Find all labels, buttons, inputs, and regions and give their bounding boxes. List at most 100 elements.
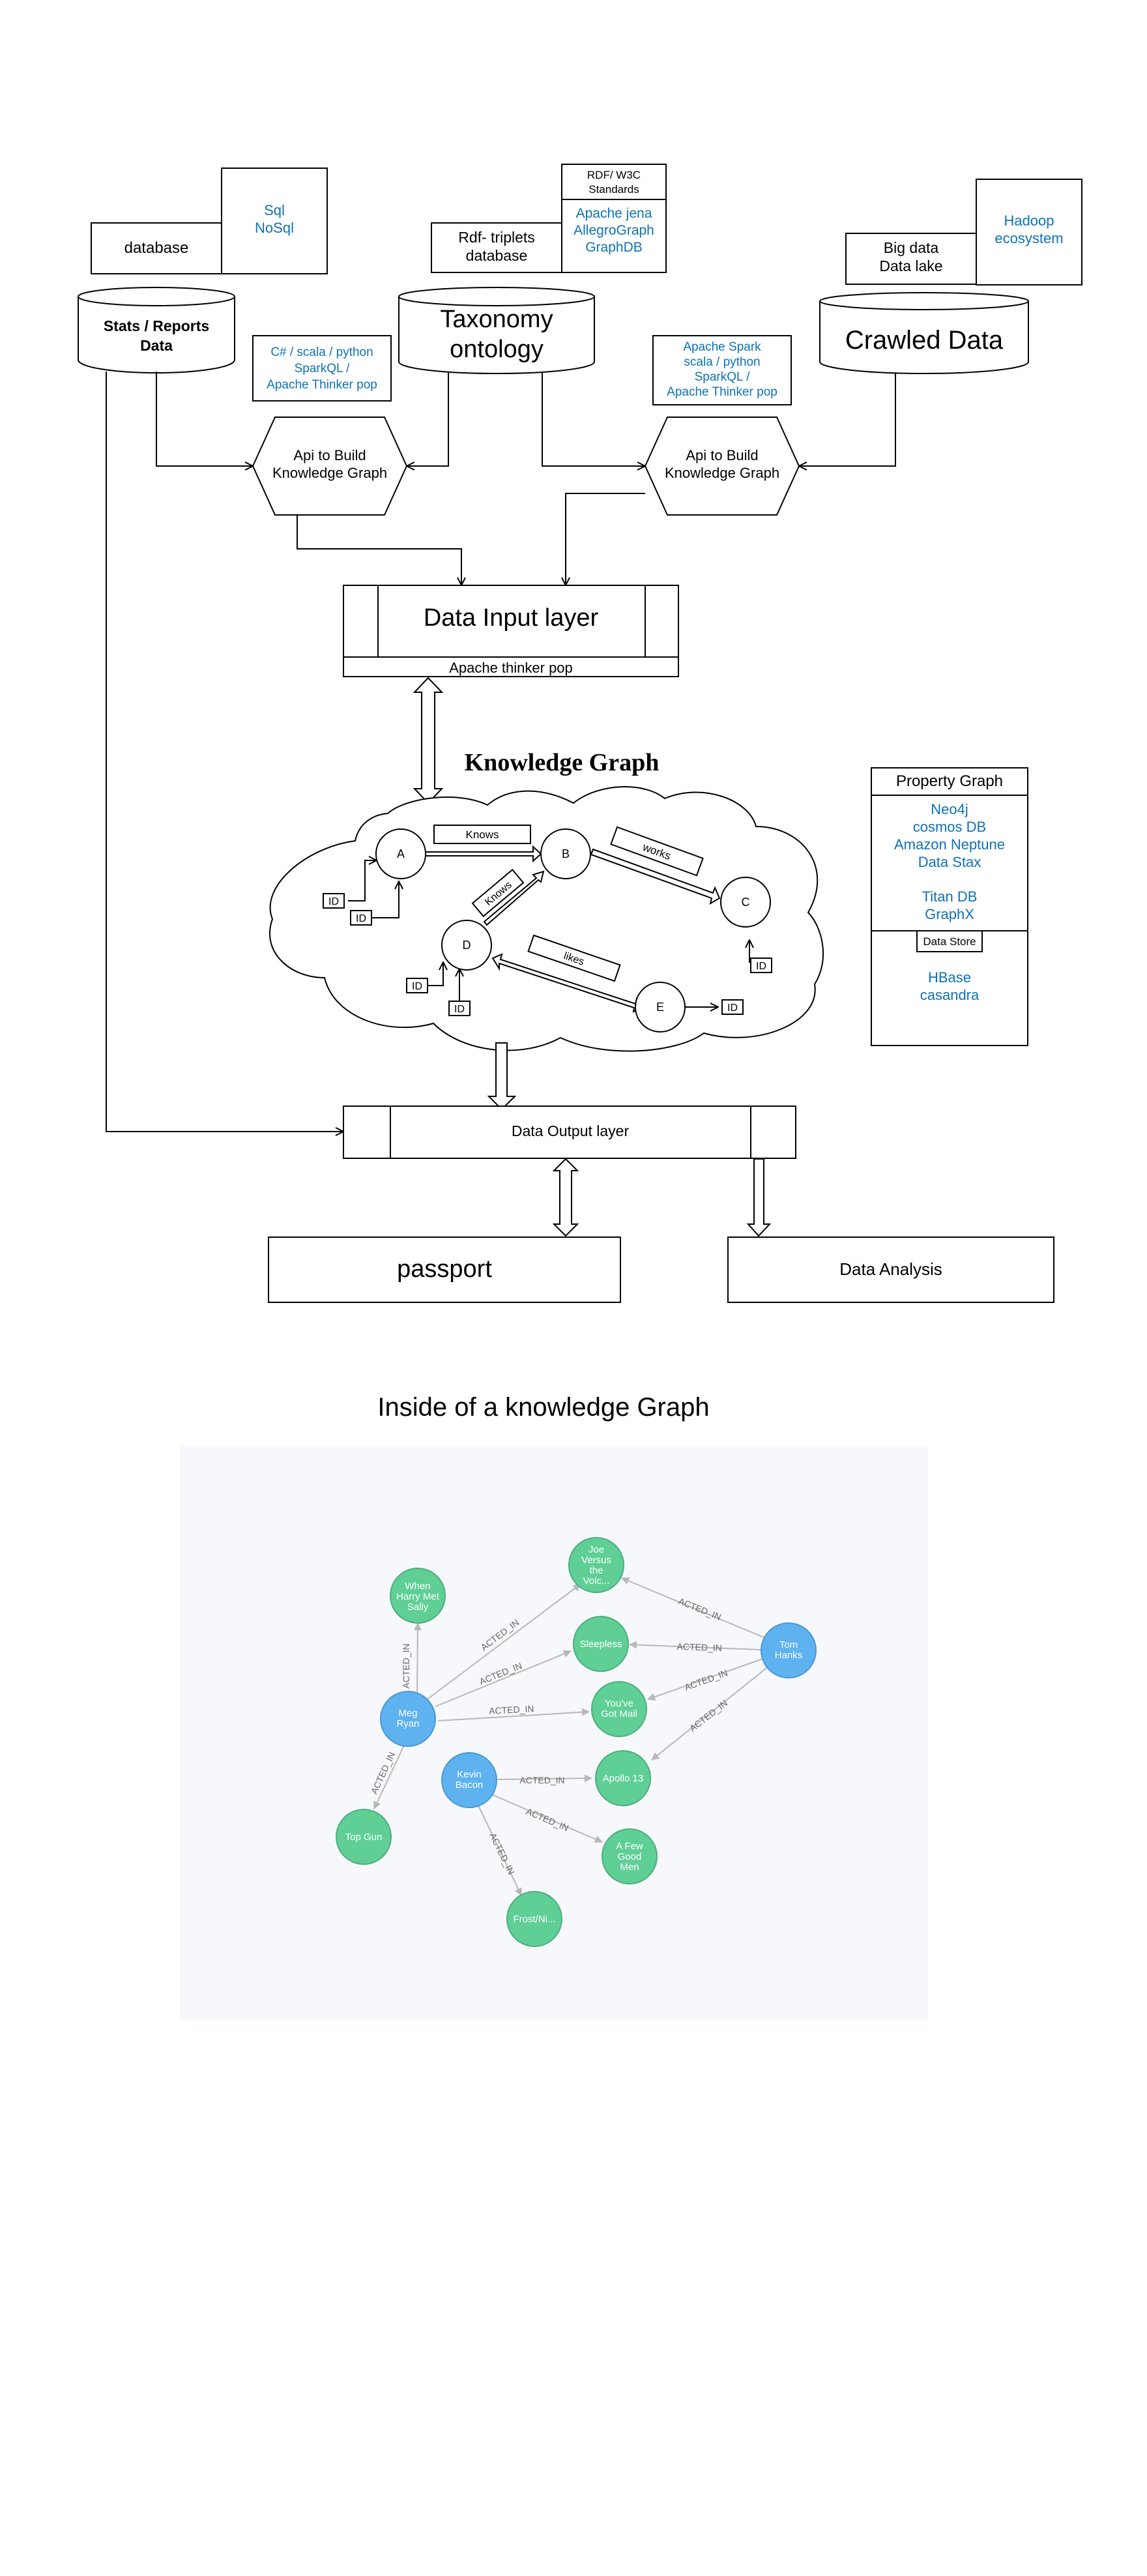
id-d2-label: ID bbox=[454, 1004, 465, 1015]
rdf-standards-line1: RDF/ W3C bbox=[587, 169, 641, 181]
ontology-label: ontology bbox=[450, 336, 544, 363]
edge-meg-sleepless bbox=[435, 1650, 572, 1707]
rdf-standards-line2: Standards bbox=[588, 183, 639, 196]
passport-label: passport bbox=[397, 1255, 492, 1283]
node-c-label: C bbox=[742, 896, 750, 909]
rdf-stores-box bbox=[561, 199, 667, 273]
edge-label-tom-sleepless: ACTED_IN bbox=[676, 1641, 722, 1653]
id-box-a2 bbox=[350, 910, 372, 926]
edge-tom-apollo bbox=[651, 1665, 770, 1761]
movie-top-gun[interactable]: Top Gun bbox=[336, 1809, 392, 1865]
api-right-line2: Knowledge Graph bbox=[665, 465, 779, 481]
data-store-box bbox=[916, 930, 983, 952]
stats-label-line2: Data bbox=[140, 337, 173, 354]
edge-tom-sleepless bbox=[629, 1641, 762, 1650]
graph-output-arrow bbox=[487, 1042, 517, 1111]
person-label: Kevin bbox=[457, 1769, 482, 1780]
movie-label: the bbox=[590, 1565, 603, 1576]
data-input-layer: Data Input layer Apache thinker pop bbox=[343, 585, 679, 677]
nosql-label: NoSql bbox=[255, 220, 294, 236]
crawled-source-group: Hadoop ecosystem Big data Data lake Craw… bbox=[819, 179, 1082, 374]
person-meg-ryan[interactable]: Meg Ryan bbox=[380, 1691, 436, 1747]
api-right-hexagon: Api to Build Knowledge Graph bbox=[644, 417, 800, 516]
stats-to-output-line bbox=[106, 372, 343, 1132]
data-input-sub: Apache thinker pop bbox=[449, 660, 573, 676]
movie-a-few-good-men[interactable]: A Few Good Men bbox=[602, 1828, 658, 1884]
edge-meg-yougotmail bbox=[437, 1708, 590, 1721]
data-analysis-box: Data Analysis bbox=[727, 1237, 1054, 1303]
movie-label: Joe bbox=[588, 1544, 604, 1555]
person-label: Bacon bbox=[456, 1779, 484, 1791]
data-lake-label: Data lake bbox=[879, 257, 942, 274]
movie-apollo-13[interactable]: Apollo 13 bbox=[595, 1750, 651, 1806]
node-e-label: E bbox=[656, 1001, 664, 1014]
id-d1-label: ID bbox=[412, 981, 422, 992]
api-right-tech-box: Apache Spark scala / python SparkQL / Ap… bbox=[652, 335, 792, 405]
node-b bbox=[540, 828, 591, 879]
edge-kevin-afew bbox=[489, 1793, 603, 1843]
id-box-a1 bbox=[323, 893, 345, 909]
taxonomy-cylinder bbox=[398, 287, 595, 374]
rdf-triplets-line1: Rdf- triplets bbox=[458, 229, 535, 246]
passport-box: passport bbox=[268, 1237, 621, 1303]
api-left-hexagon: Api to Build Knowledge Graph bbox=[252, 417, 408, 516]
api-left-tech-line1: C# / scala / python bbox=[270, 345, 373, 359]
knows-label-box bbox=[433, 825, 531, 844]
movie-frost-nixon[interactable]: Frost/Ni... bbox=[506, 1891, 562, 1947]
id-a2-label: ID bbox=[356, 913, 366, 924]
sql-label: Sql bbox=[264, 202, 285, 218]
movie-label: Apollo 13 bbox=[603, 1773, 644, 1784]
id-box-c bbox=[750, 958, 772, 973]
knowledge-graph-edges bbox=[348, 845, 749, 1013]
api-right-tech-line4: Apache Thinker pop bbox=[667, 385, 777, 399]
taxonomy-source-group: RDF/ W3C Standards Apache jena AllegroGr… bbox=[398, 164, 667, 374]
edge-kevin-frost bbox=[478, 1805, 522, 1896]
movie-label: You've bbox=[605, 1698, 633, 1709]
crawled-data-label: Crawled Data bbox=[845, 326, 1004, 355]
api-right-tech-line2: scala / python bbox=[684, 355, 760, 369]
edge-kevin-apollo bbox=[496, 1774, 592, 1783]
property-graph-title: Property Graph bbox=[896, 772, 1003, 790]
rdf-triplets-line2: database bbox=[466, 247, 528, 264]
inside-graph-title: Inside of a knowledge Graph bbox=[377, 1393, 709, 1422]
property-graph-panel: Property Graph Neo4j cosmos DB Amazon Ne… bbox=[871, 767, 1028, 1046]
edge-tom-joe bbox=[621, 1577, 764, 1638]
knowledge-graph-edge-labels: Knows works Knows likes bbox=[433, 825, 704, 982]
api-left-line1: Api to Build bbox=[293, 447, 366, 463]
id-box-d1 bbox=[406, 978, 428, 993]
person-kevin-bacon[interactable]: Kevin Bacon bbox=[441, 1752, 497, 1808]
data-output-layer: Data Output layer bbox=[343, 1105, 796, 1159]
crawled-cylinder bbox=[819, 292, 1029, 374]
likes-label-box: likes bbox=[527, 934, 621, 982]
movie-label: Frost/Ni... bbox=[513, 1914, 555, 1925]
graphx-label: GraphX bbox=[925, 906, 974, 922]
api-left-tech-line3: Apache Thinker pop bbox=[267, 378, 377, 392]
knowledge-graph-id-boxes: ID ID ID ID ID ID bbox=[323, 893, 772, 1016]
id-c-label: ID bbox=[756, 961, 766, 972]
person-tom-hanks[interactable]: Tom Hanks bbox=[761, 1622, 817, 1678]
person-label: Ryan bbox=[396, 1718, 419, 1729]
movie-when-harry-met-sally[interactable]: When Harry Met Sally bbox=[390, 1568, 446, 1624]
connectors-top bbox=[156, 372, 896, 585]
movie-label: Volc... bbox=[583, 1575, 610, 1587]
node-d-label: D bbox=[463, 939, 471, 952]
movie-label: Sally bbox=[407, 1602, 429, 1613]
api-left-line2: Knowledge Graph bbox=[272, 465, 387, 481]
big-data-label: Big data bbox=[884, 239, 939, 256]
movie-youve-got-mail[interactable]: You've Got Mail bbox=[591, 1681, 647, 1737]
data-store-label: Data Store bbox=[923, 935, 976, 948]
movie-joe-versus-the-volcano[interactable]: Joe Versus the Volc... bbox=[568, 1537, 624, 1593]
cosmos-label: cosmos DB bbox=[913, 819, 986, 835]
movie-label: Got Mail bbox=[601, 1708, 637, 1720]
movie-label: A Few bbox=[616, 1841, 643, 1852]
apache-jena-label: Apache jena bbox=[576, 206, 652, 221]
ecosystem-label: ecosystem bbox=[995, 230, 1063, 246]
id-e-label: ID bbox=[727, 1003, 738, 1014]
movie-sleepless[interactable]: Sleepless bbox=[573, 1616, 629, 1672]
person-label: Tom bbox=[779, 1639, 798, 1650]
node-a bbox=[375, 828, 426, 879]
edge-label-meg-harry: ACTED_IN bbox=[401, 1643, 411, 1688]
stats-cylinder bbox=[78, 287, 235, 373]
movie-label: Harry Met bbox=[396, 1591, 440, 1602]
node-b-label: B bbox=[562, 847, 570, 860]
